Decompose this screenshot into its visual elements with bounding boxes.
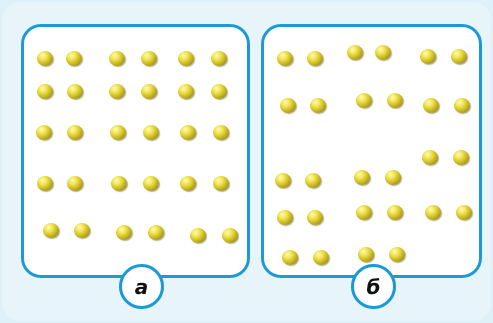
dot bbox=[67, 84, 83, 99]
dot bbox=[425, 205, 441, 220]
dot bbox=[67, 176, 83, 191]
dot bbox=[74, 223, 90, 238]
dot bbox=[389, 247, 405, 262]
dot bbox=[66, 51, 82, 66]
dot bbox=[347, 45, 363, 60]
dot bbox=[305, 173, 321, 188]
dot bbox=[451, 49, 467, 64]
dot bbox=[358, 247, 374, 262]
dot bbox=[422, 150, 438, 165]
dot bbox=[43, 223, 59, 238]
panel-b bbox=[261, 24, 482, 278]
dot bbox=[275, 173, 291, 188]
dot bbox=[180, 125, 196, 140]
dot bbox=[190, 228, 206, 243]
dot bbox=[213, 125, 229, 140]
dot bbox=[116, 225, 132, 240]
dot bbox=[356, 93, 372, 108]
dot bbox=[307, 51, 323, 66]
dot bbox=[37, 84, 53, 99]
dot bbox=[143, 176, 159, 191]
label-a-text: а bbox=[135, 277, 149, 297]
dot bbox=[110, 125, 126, 140]
dot bbox=[277, 210, 293, 225]
dot bbox=[310, 98, 326, 113]
dot bbox=[148, 225, 164, 240]
dot bbox=[423, 98, 439, 113]
dot bbox=[111, 176, 127, 191]
dot bbox=[36, 125, 52, 140]
dot bbox=[354, 170, 370, 185]
dot bbox=[387, 205, 403, 220]
dot bbox=[375, 45, 391, 60]
dot bbox=[143, 125, 159, 140]
dot bbox=[456, 205, 472, 220]
dot bbox=[180, 176, 196, 191]
dot bbox=[37, 51, 53, 66]
dot bbox=[387, 93, 403, 108]
dot bbox=[454, 98, 470, 113]
dot bbox=[141, 51, 157, 66]
dot bbox=[37, 176, 53, 191]
dot bbox=[282, 250, 298, 265]
exercise-card: а б bbox=[2, 2, 491, 321]
dot bbox=[420, 49, 436, 64]
dot bbox=[280, 98, 296, 113]
dot bbox=[211, 84, 227, 99]
dot bbox=[356, 205, 372, 220]
dot bbox=[313, 250, 329, 265]
dot bbox=[277, 51, 293, 66]
dot bbox=[385, 170, 401, 185]
dot bbox=[222, 228, 238, 243]
dot bbox=[178, 84, 194, 99]
dot bbox=[109, 84, 125, 99]
label-b-circle: б bbox=[351, 264, 396, 309]
dot bbox=[109, 51, 125, 66]
dot bbox=[178, 51, 194, 66]
dot bbox=[453, 150, 469, 165]
label-b-text: б bbox=[367, 277, 381, 297]
label-a-circle: а bbox=[119, 264, 164, 309]
dot bbox=[307, 210, 323, 225]
dot bbox=[67, 125, 83, 140]
dot bbox=[141, 84, 157, 99]
dot bbox=[213, 176, 229, 191]
dot bbox=[211, 51, 227, 66]
